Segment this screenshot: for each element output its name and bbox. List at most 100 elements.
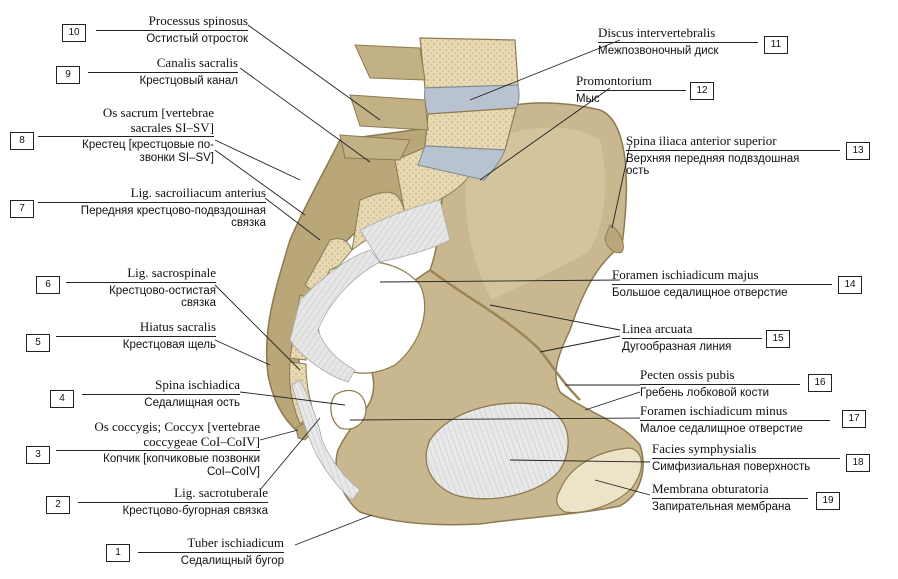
russian-line: Крестцовый канал: [139, 74, 239, 87]
latin-line: Os sacrum [vertebrae: [102, 105, 214, 120]
label-discus-intervertebralis: Discus intervertebralis Межпозвоночный д…: [598, 25, 758, 57]
label-pecten-ossis-pubis: Pecten ossis pubis Гребень лобковой кост…: [640, 367, 800, 399]
label-spina-iliaca-anterior-superior: Spina iliaca anterior superior Верхняя п…: [626, 133, 840, 178]
label-rule: [622, 337, 762, 339]
label-rule: [612, 283, 832, 285]
russian-line: Остистый отросток: [146, 32, 248, 45]
label-number-12: 12: [690, 82, 714, 100]
label-rule: [640, 419, 830, 421]
russian-line: Крестцово-бугорная связка: [122, 504, 268, 517]
latin-line: Pecten ossis pubis: [640, 367, 735, 382]
label-number-1: 1: [106, 544, 130, 562]
label-rule: [66, 281, 216, 283]
label-number-9: 9: [56, 66, 80, 84]
label-hiatus-sacralis: Hiatus sacralis Крестцовая щель: [56, 319, 216, 351]
label-facies-symphysialis: Facies symphysialis Симфизиальная поверх…: [652, 441, 840, 473]
russian-line: Крестцово-остистая: [109, 284, 216, 297]
russian-line: Верхняя передняя подвздошная: [626, 152, 800, 165]
label-lig-sacroiliacum-anterius: Lig. sacroiliacum anterius Передняя крес…: [38, 185, 266, 230]
label-canalis-sacralis: Canalis sacralis Крестцовый канал: [88, 55, 239, 87]
sacroiliac-ligament: [359, 199, 451, 263]
label-foramen-ischiadicum-majus: Foramen ischiadicum majus Большое седали…: [612, 267, 832, 299]
russian-line: Межпозвоночный диск: [598, 44, 719, 57]
label-number-3: 3: [26, 446, 50, 464]
label-number-17: 17: [842, 410, 866, 428]
latin-line: Spina iliaca anterior superior: [626, 133, 777, 148]
label-rule: [640, 383, 800, 385]
label-spina-ischiadica: Spina ischiadica Седалищная ость: [82, 377, 240, 409]
label-membrana-obturatoria: Membrana obturatoria Запирательная мембр…: [652, 481, 808, 513]
label-number-6: 6: [36, 276, 60, 294]
russian-line: Запирательная мембрана: [652, 500, 791, 513]
latin-line: Lig. sacroiliacum anterius: [130, 185, 266, 200]
label-rule: [88, 71, 238, 73]
latin-line: Processus spinosus: [148, 13, 248, 28]
label-rule: [138, 551, 284, 553]
label-number-19: 19: [816, 492, 840, 510]
latin-line: Linea arcuata: [622, 321, 693, 336]
sacrospinous-ligament: [289, 249, 381, 383]
russian-line: Малое седалищное отверстие: [640, 422, 803, 435]
lumbar-vertebra-upper: [419, 37, 519, 89]
label-number-2: 2: [46, 496, 70, 514]
label-tuber-ischiadicum: Tuber ischiadicum Седалищный бугор: [138, 535, 284, 567]
sacrotuberous-ligament: [291, 379, 361, 501]
disc-lower: [417, 145, 506, 181]
label-number-5: 5: [26, 334, 50, 352]
latin-line: Os coccygis; Coccyx [vertebrae: [94, 419, 260, 434]
label-number-16: 16: [808, 374, 832, 392]
label-os-coccygis: Os coccygis; Coccyx [vertebrae coccygeae…: [56, 419, 260, 479]
latin-line: Hiatus sacralis: [139, 319, 216, 334]
latin-line: Spina ischiadica: [155, 377, 240, 392]
label-number-11: 11: [764, 36, 788, 54]
symphysial-surface: [556, 447, 643, 514]
russian-line: Крестцовая щель: [122, 338, 216, 351]
label-rule: [38, 201, 266, 203]
label-number-4: 4: [50, 390, 74, 408]
latin-line: sacrales SI–SV]: [130, 119, 214, 135]
lumbar-vertebra-lower: [424, 107, 517, 151]
latin-line: Membrana obturatoria: [652, 481, 769, 496]
latin-line: Canalis sacralis: [156, 55, 238, 70]
label-rule: [38, 136, 214, 138]
label-number-15: 15: [766, 330, 790, 348]
label-promontorium: Promontorium Мыс: [576, 73, 686, 105]
latin-line: Promontorium: [576, 73, 652, 88]
russian-line: Большое седалищное отверстие: [612, 286, 788, 299]
label-number-7: 7: [10, 200, 34, 218]
label-rule: [598, 41, 758, 43]
russian-line: Седалищный бугор: [180, 554, 284, 567]
russian-line: Симфизиальная поверхность: [652, 460, 811, 473]
obturator-membrane: [425, 402, 569, 500]
russian-line: Копчик [копчиковые позвонки: [103, 453, 260, 466]
label-number-13: 13: [846, 142, 870, 160]
label-rule: [56, 450, 260, 452]
russian-line: Мыс: [576, 92, 600, 105]
lesser-sciatic-foramen: [330, 389, 367, 430]
label-number-18: 18: [846, 454, 870, 472]
label-number-10: 10: [62, 24, 86, 42]
latin-line: Lig. sacrotuberale: [174, 485, 268, 500]
latin-line: coccygeae CoI–CoIV]: [143, 433, 260, 449]
label-rule: [82, 393, 240, 395]
russian-line: связка: [181, 297, 216, 310]
label-rule: [652, 497, 808, 499]
label-rule: [576, 89, 686, 91]
latin-line: Foramen ischiadicum majus: [612, 267, 759, 282]
label-lig-sacrospinale: Lig. sacrospinale Крестцово-остистая свя…: [66, 265, 216, 310]
russian-line: Передняя крестцово-подвздошная: [80, 204, 266, 217]
russian-line: связка: [231, 217, 266, 230]
latin-line: Tuber ischiadicum: [187, 535, 284, 550]
label-number-14: 14: [838, 276, 862, 294]
russian-line: Гребень лобковой кости: [640, 386, 770, 399]
label-processus-spinosus: Processus spinosus Остистый отросток: [96, 13, 248, 45]
label-rule: [652, 457, 840, 459]
russian-line: звонки SI–SV]: [139, 151, 214, 164]
label-number-8: 8: [10, 132, 34, 150]
russian-line: Дугообразная линия: [622, 340, 732, 353]
label-foramen-ischiadicum-minus: Foramen ischiadicum minus Малое седалищн…: [640, 403, 830, 435]
russian-line: ость: [626, 165, 650, 178]
label-rule: [56, 335, 216, 337]
